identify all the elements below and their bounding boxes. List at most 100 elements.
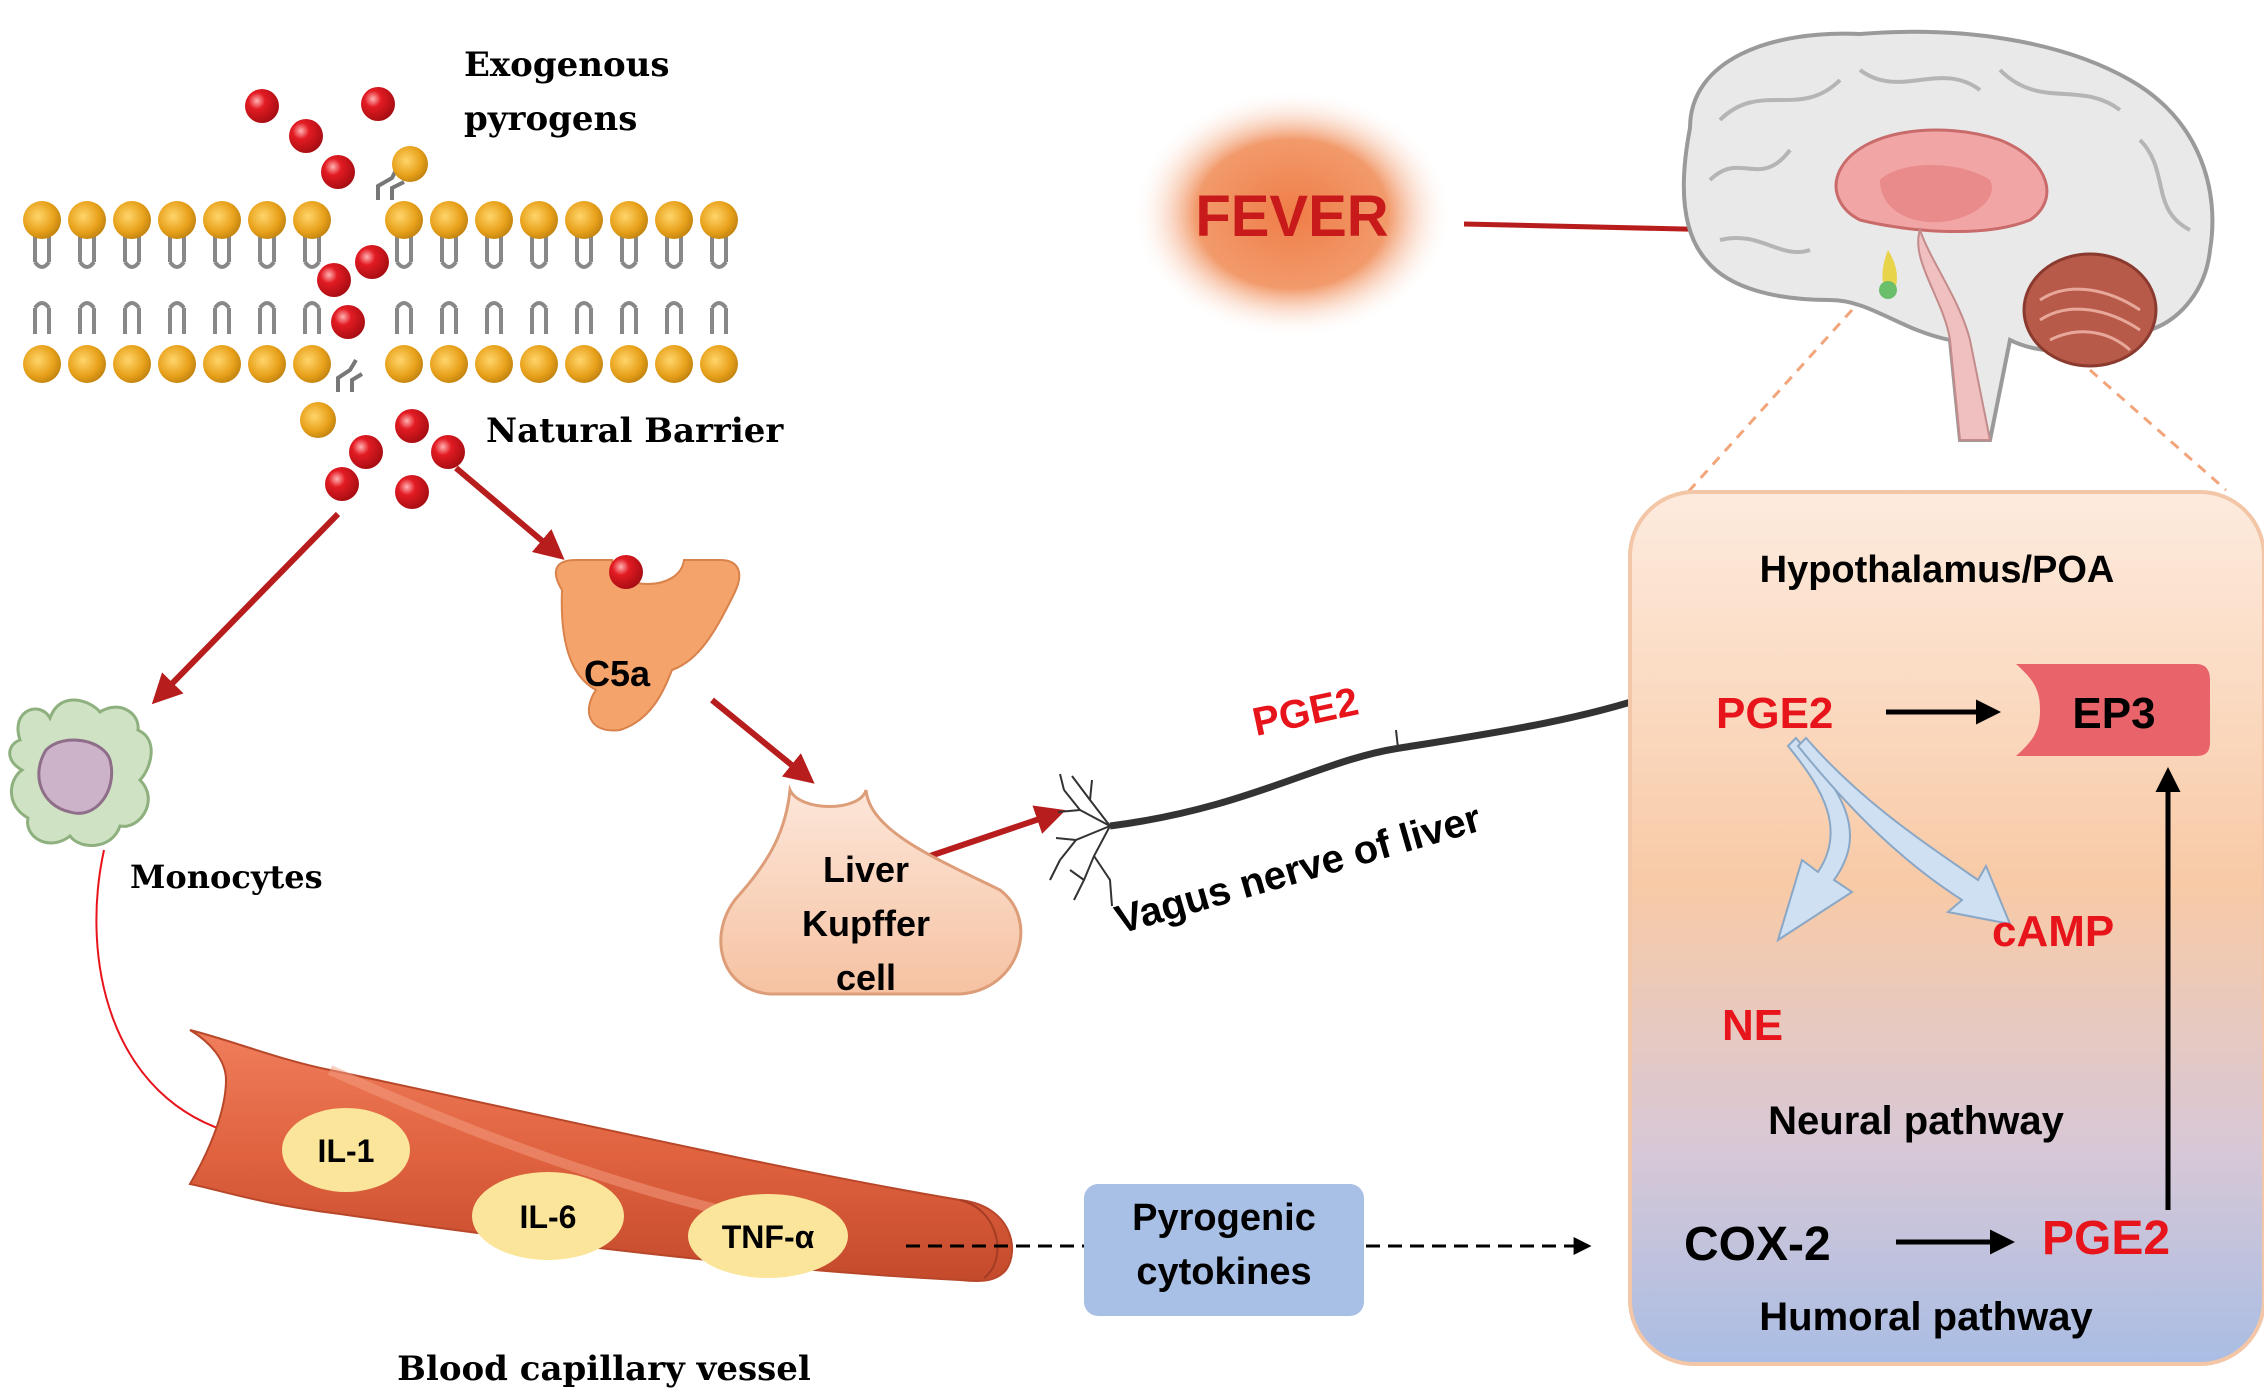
lipid-head-icon: [475, 201, 513, 239]
lipid-tail-icon: [395, 236, 413, 334]
pyrogenic-cytokines-label: cytokines: [1136, 1251, 1311, 1293]
lipid-head-icon: [248, 201, 286, 239]
cox2-label: COX-2: [1684, 1218, 1831, 1271]
lipid-head-icon: [392, 146, 428, 182]
lipid-tail-icon: [123, 236, 141, 334]
humoral-pathway-label: Humoral pathway: [1759, 1295, 2093, 1339]
lipid-head-icon: [203, 345, 241, 383]
lipid-head-icon: [68, 345, 106, 383]
il1-disc: [282, 1108, 410, 1192]
lipid-tail-icon: [665, 236, 683, 334]
lipid-head-icon: [655, 345, 693, 383]
lipid-head-icon: [610, 345, 648, 383]
blood-vessel-label: Blood capillary vessel: [397, 1349, 811, 1389]
camp-label: cAMP: [1992, 907, 2114, 956]
lipid-tail-icon: [78, 236, 96, 334]
lipid-head-icon: [158, 345, 196, 383]
lipid-head-icon: [520, 201, 558, 239]
lipid-head-icon: [300, 402, 336, 438]
natural-barrier-label: Natural Barrier: [486, 411, 784, 451]
lipid-tail-icon: [440, 236, 458, 334]
lipid-head-icon: [23, 345, 61, 383]
tnf-disc: [688, 1194, 848, 1278]
lipid-head-icon: [475, 345, 513, 383]
ep3-receptor-box: [2016, 664, 2210, 756]
lipid-tail-icon: [33, 236, 51, 334]
monocytes-label: Monocytes: [130, 858, 323, 896]
lipid-head-icon: [430, 345, 468, 383]
lipid-tail-icon: [213, 236, 231, 334]
lipid-tail-icon: [710, 236, 728, 334]
lipid-tail-icon: [168, 236, 186, 334]
pyrogen-particle-icon: [361, 87, 395, 121]
lipid-head-icon: [430, 201, 468, 239]
lipid-head-icon: [158, 201, 196, 239]
fever-label: FEVER: [1195, 184, 1388, 249]
neural-pathway-label: Neural pathway: [1768, 1099, 2064, 1143]
pyrogen-particles: [245, 87, 465, 509]
lipid-tail-icon: [485, 236, 503, 334]
pyrogen-particle-icon: [395, 475, 429, 509]
lipid-head-icon: [68, 201, 106, 239]
exogenous-pyrogens-label: pyrogens: [464, 99, 637, 139]
lipid-head-icon: [520, 345, 558, 383]
neural-branch-arrows: [1776, 736, 2012, 943]
pge2-nerve-label: PGE2: [1249, 680, 1363, 745]
ep3-label: EP3: [2072, 689, 2155, 738]
c5a-receptor-icon: [554, 559, 741, 732]
pyrogen-particle-icon: [325, 467, 359, 501]
kupffer-label: Liver: [823, 849, 909, 890]
flow-arrows: [151, 465, 1066, 859]
lipid-head-icon: [610, 201, 648, 239]
pyrogen-particle-icon: [349, 435, 383, 469]
pyrogenic-cytokines-box: [1084, 1184, 1364, 1316]
lipid-head-icon: [113, 201, 151, 239]
pyrogenic-cytokines-label: Pyrogenic: [1132, 1197, 1316, 1239]
pyrogen-particle-icon: [609, 555, 643, 589]
monocyte-connector: [95, 849, 237, 1135]
lipid-tail-icon: [303, 236, 321, 334]
pyrogen-particle-icon: [431, 435, 465, 469]
il1-label: IL-1: [318, 1133, 375, 1169]
pyrogen-particle-icon: [355, 245, 389, 279]
pyrogen-particle-icon: [289, 119, 323, 153]
kupffer-label: Kupffer: [802, 903, 930, 944]
lipid-bilayer-icon: [23, 201, 738, 383]
brain-icon: [1681, 29, 2215, 442]
lipid-head-icon: [385, 201, 423, 239]
lipid-head-icon: [248, 345, 286, 383]
lipid-head-icon: [113, 345, 151, 383]
zoom-line: [1686, 308, 1854, 494]
c5a-label: C5a: [584, 653, 651, 694]
lipid-head-icon: [293, 345, 331, 383]
il6-label: IL-6: [520, 1199, 577, 1235]
il6-disc: [472, 1172, 624, 1260]
monocyte-cell-icon: [8, 698, 153, 847]
lipid-head-icon: [655, 201, 693, 239]
pge2-bottom-label: PGE2: [2042, 1212, 2170, 1265]
lipid-head-icon: [565, 345, 603, 383]
tnf-label: TNF-α: [722, 1219, 815, 1255]
pyrogen-particle-icon: [317, 263, 351, 297]
kupffer-label: cell: [836, 957, 896, 998]
pge2-top-label: PGE2: [1716, 689, 1833, 738]
ne-label: NE: [1722, 1001, 1783, 1050]
lipid-head-icon: [385, 345, 423, 383]
pyrogen-particle-icon: [331, 305, 365, 339]
kupffer-cell-icon: [719, 784, 1023, 996]
pyrogen-particle-icon: [245, 89, 279, 123]
lipid-head-icon: [700, 345, 738, 383]
lipid-head-icon: [565, 201, 603, 239]
zoom-line: [2089, 368, 2227, 492]
lipid-tail-icon: [620, 236, 638, 334]
lipid-tail-icon: [258, 236, 276, 334]
hypothalamus-title: Hypothalamus/POA: [1760, 549, 2115, 591]
exogenous-pyrogens-label: Exogenous: [464, 45, 670, 85]
lipid-head-icon: [293, 201, 331, 239]
pyrogen-particle-icon: [395, 409, 429, 443]
lipid-head-icon: [203, 201, 241, 239]
lipid-head-icon: [23, 201, 61, 239]
fever-glow: [1132, 90, 1452, 338]
lipid-tail-icon: [530, 236, 548, 334]
